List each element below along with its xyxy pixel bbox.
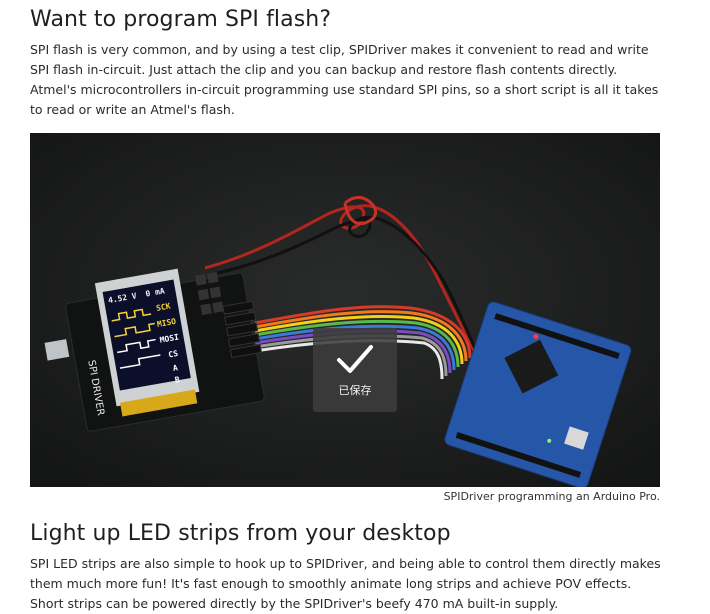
section-paragraph-led-strips: SPI LED strips are also simple to hook u… [30, 556, 661, 611]
screen-cs: CS [168, 349, 179, 360]
photo-caption: SPIDriver programming an Arduino Pro. [443, 490, 660, 503]
saved-toast-label: 已保存 [338, 384, 372, 397]
screen-miso: MISO [156, 317, 177, 329]
screen-mosi: MOSI [159, 333, 180, 345]
section-heading-led-strips: Light up LED strips from your desktop [30, 521, 451, 546]
screen-a: A [172, 363, 178, 373]
checkmark-icon [337, 345, 373, 373]
screen-current: 0 mA [145, 286, 166, 298]
screen-b: B [174, 375, 180, 385]
screen-sck: SCK [155, 302, 171, 313]
saved-toast: 已保存 [313, 328, 397, 412]
photo-illustration: SPI DRIVER 4.52 V 0 mA SCK MISO MOSI CS … [30, 133, 660, 487]
section-heading-spi-flash: Want to program SPI flash? [30, 7, 332, 32]
spidriver-photo[interactable]: SPI DRIVER 4.52 V 0 mA SCK MISO MOSI CS … [30, 133, 660, 487]
section-paragraph-spi-flash: SPI flash is very common, and by using a… [30, 42, 659, 117]
